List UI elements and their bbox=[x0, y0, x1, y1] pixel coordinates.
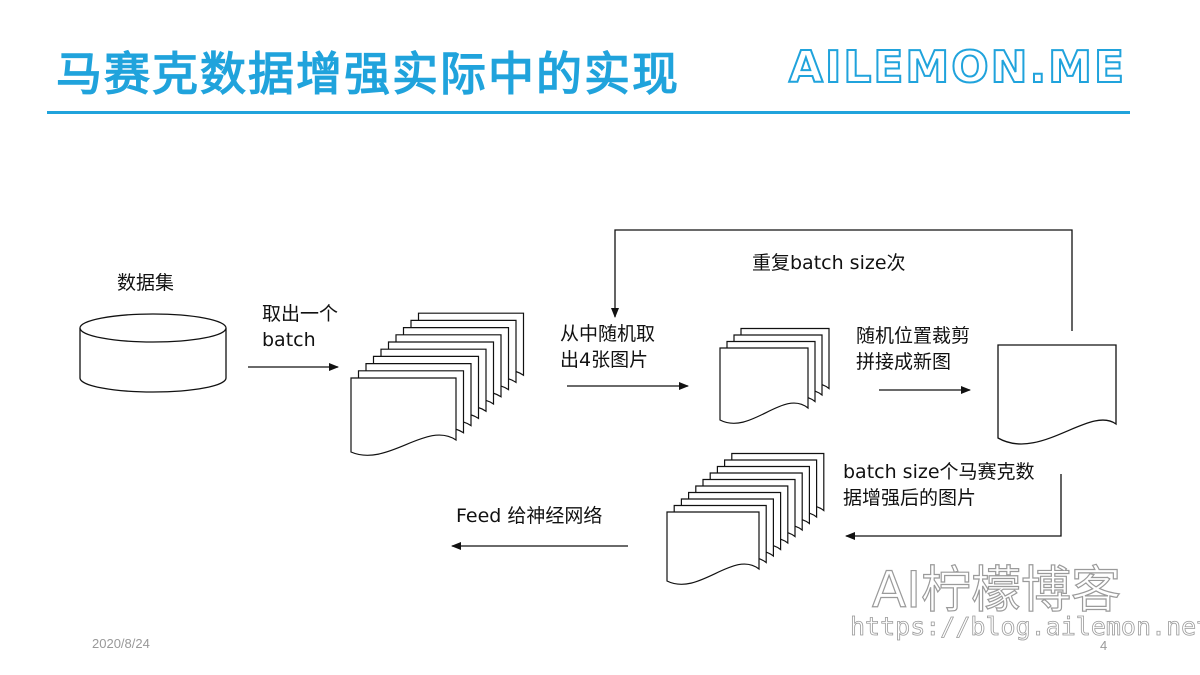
repeat-label: 重复batch size次 bbox=[752, 252, 906, 274]
watermark-blog-url: https://blog.ailemon.net/ bbox=[850, 612, 1200, 642]
result-label-line1: batch size个马赛克数 bbox=[843, 461, 1035, 483]
footer-page-number: 4 bbox=[1100, 638, 1108, 653]
pick-four-label-line1: 从中随机取 bbox=[560, 323, 656, 345]
stitched-image-document-icon bbox=[997, 344, 1117, 445]
brand-logo-text: AILEMON.ME bbox=[788, 41, 1126, 94]
batch-document-stack-icon bbox=[350, 312, 525, 456]
document-sheet bbox=[666, 511, 760, 585]
crop-stitch-label-line1: 随机位置裁剪 bbox=[856, 325, 971, 347]
slide-title: 马赛克数据增强实际中的实现 bbox=[56, 47, 680, 101]
dataset-label: 数据集 bbox=[117, 272, 175, 294]
footer-date: 2020/8/24 bbox=[92, 636, 150, 651]
take-batch-label-line1: 取出一个 bbox=[262, 303, 339, 325]
document-sheet bbox=[719, 347, 809, 424]
document-sheet bbox=[350, 377, 457, 456]
arrow-repeat-loop bbox=[611, 229, 1073, 331]
take-batch-label-line2: batch bbox=[262, 329, 316, 351]
dataset-cylinder-icon bbox=[79, 313, 227, 393]
watermark-blog-name: AI柠檬博客 bbox=[871, 560, 1121, 619]
arrow-to-results bbox=[845, 474, 1062, 540]
result-label-line2: 据增强后的图片 bbox=[843, 487, 977, 509]
title-divider bbox=[47, 111, 1130, 114]
pick-four-label-line2: 出4张图片 bbox=[560, 349, 649, 371]
mosaic-results-stack-icon bbox=[666, 452, 825, 585]
crop-stitch-label-line2: 拼接成新图 bbox=[856, 351, 952, 373]
feed-network-label: Feed 给神经网络 bbox=[456, 505, 603, 527]
four-images-stack-icon bbox=[719, 327, 830, 424]
